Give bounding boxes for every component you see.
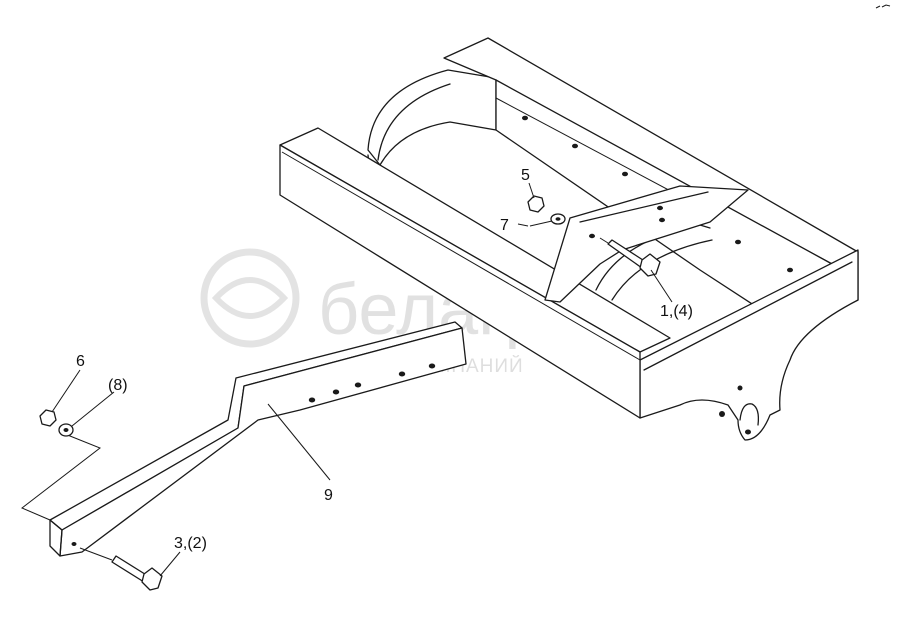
nut-5-icon xyxy=(527,195,545,213)
label-part-5: 5 xyxy=(521,167,530,184)
corner-mark xyxy=(875,4,891,9)
label-part-3-2: 3,(2) xyxy=(174,535,207,552)
part-labels: 5 7 1,(4) 6 (8) 9 3,(2) xyxy=(76,167,693,552)
nut-6-icon xyxy=(39,409,57,427)
label-part-8: (8) xyxy=(108,377,128,394)
bolt-1-icon xyxy=(599,237,661,277)
label-part-1-4: 1,(4) xyxy=(660,303,693,320)
drawbar-hitch-outline xyxy=(21,431,102,521)
drum-plate xyxy=(367,69,497,166)
frame-assembly xyxy=(279,37,859,441)
label-part-6: 6 xyxy=(76,353,85,370)
end-plate xyxy=(639,249,859,441)
drawbar-holes xyxy=(71,363,436,546)
drawbar-side xyxy=(59,327,467,557)
watermark-logo-icon xyxy=(200,248,300,348)
bolt-3-icon xyxy=(79,547,163,591)
label-part-9: 9 xyxy=(324,487,333,504)
drawbar xyxy=(21,321,467,557)
fastener-group-top xyxy=(527,195,673,303)
rear-beam-holes xyxy=(522,115,793,273)
label-part-7: 7 xyxy=(500,217,509,234)
front-beam-side xyxy=(279,144,641,419)
leader-lines xyxy=(51,182,535,577)
fastener-group-left xyxy=(39,409,163,591)
